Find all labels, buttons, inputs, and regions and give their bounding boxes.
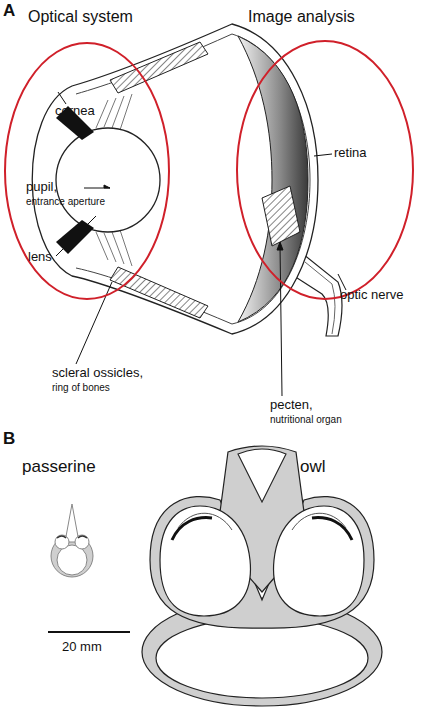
part-label: ring of bones bbox=[52, 382, 110, 393]
owl-skull bbox=[142, 446, 382, 706]
lens-shape bbox=[56, 128, 160, 232]
ellipse-outline bbox=[237, 41, 413, 299]
part-label: retina bbox=[334, 146, 367, 160]
region-heading: Image analysis bbox=[248, 8, 355, 26]
part-label: A bbox=[3, 2, 15, 21]
part-label: cornea bbox=[55, 104, 95, 118]
part-label: scleral ossicles, bbox=[52, 366, 143, 380]
retina-shape bbox=[238, 36, 308, 322]
part-label: B bbox=[3, 430, 15, 449]
ellipse-outline bbox=[236, 40, 414, 300]
leader-lines bbox=[56, 92, 346, 396]
eye-section bbox=[32, 24, 342, 336]
scleral-ossicle bbox=[110, 267, 208, 318]
sclera-outline bbox=[32, 24, 318, 334]
scale-bar bbox=[48, 631, 130, 633]
passerine-skull bbox=[51, 504, 93, 577]
scleral-ossicle bbox=[110, 42, 208, 93]
ellipse-outline bbox=[5, 43, 169, 299]
region-heading: Optical system bbox=[28, 8, 133, 26]
part-label: 20 mm bbox=[62, 640, 102, 654]
region-ellipse: Image analysis bbox=[236, 40, 414, 300]
part-label: pupil, bbox=[26, 180, 57, 194]
part-label: entrance aperture bbox=[26, 196, 105, 207]
part-label: optic nerve bbox=[340, 288, 404, 302]
part-label: passerine bbox=[22, 458, 96, 477]
part-label: nutritional organ bbox=[270, 414, 342, 425]
part-label: owl bbox=[300, 458, 326, 477]
part-label: pecten, bbox=[270, 398, 313, 412]
pecten-shape bbox=[262, 186, 300, 246]
part-label: lens bbox=[28, 250, 52, 264]
